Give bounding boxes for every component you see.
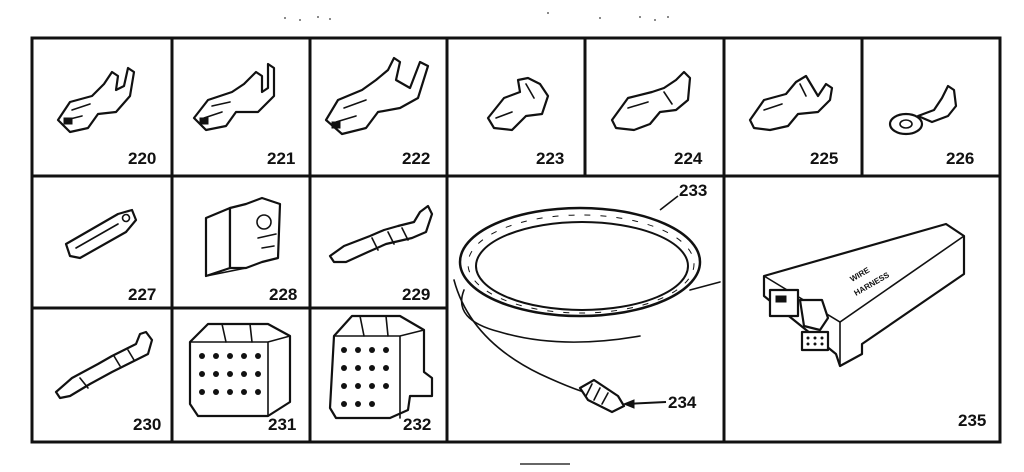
terminal-225 [748, 74, 834, 132]
label-222: 222 [402, 149, 430, 168]
label-235: 235 [958, 411, 986, 430]
label-234: 234 [668, 393, 697, 412]
socket-230 [54, 330, 154, 400]
label-231: 231 [268, 415, 296, 434]
grid-frame [30, 36, 1002, 444]
terminal-220 [56, 66, 136, 134]
label-226: 226 [946, 149, 974, 168]
connector-231 [188, 322, 292, 418]
label-224: 224 [674, 149, 703, 168]
label-230: 230 [133, 415, 161, 434]
label-227: 227 [128, 285, 156, 304]
terminal-221 [192, 62, 276, 132]
label-220: 220 [128, 149, 156, 168]
terminal-224 [610, 70, 692, 132]
label-221: 221 [267, 149, 295, 168]
terminal-226 [888, 84, 958, 136]
terminal-227 [64, 208, 138, 260]
terminal-223 [486, 76, 550, 132]
scan-noise [284, 12, 669, 465]
wire-nut-234 [578, 378, 667, 414]
clip-228 [204, 196, 282, 278]
pin-229 [328, 204, 434, 264]
label-229: 229 [402, 285, 430, 304]
label-225: 225 [810, 149, 838, 168]
wire-coil-233 [453, 195, 721, 395]
label-233: 233 [679, 181, 707, 200]
label-223: 223 [536, 149, 564, 168]
label-232: 232 [403, 415, 431, 434]
wire-harness-kit-235: WIRE HARNESS [762, 222, 966, 368]
terminal-222 [324, 56, 430, 136]
label-228: 228 [269, 285, 297, 304]
connector-232 [328, 314, 434, 420]
